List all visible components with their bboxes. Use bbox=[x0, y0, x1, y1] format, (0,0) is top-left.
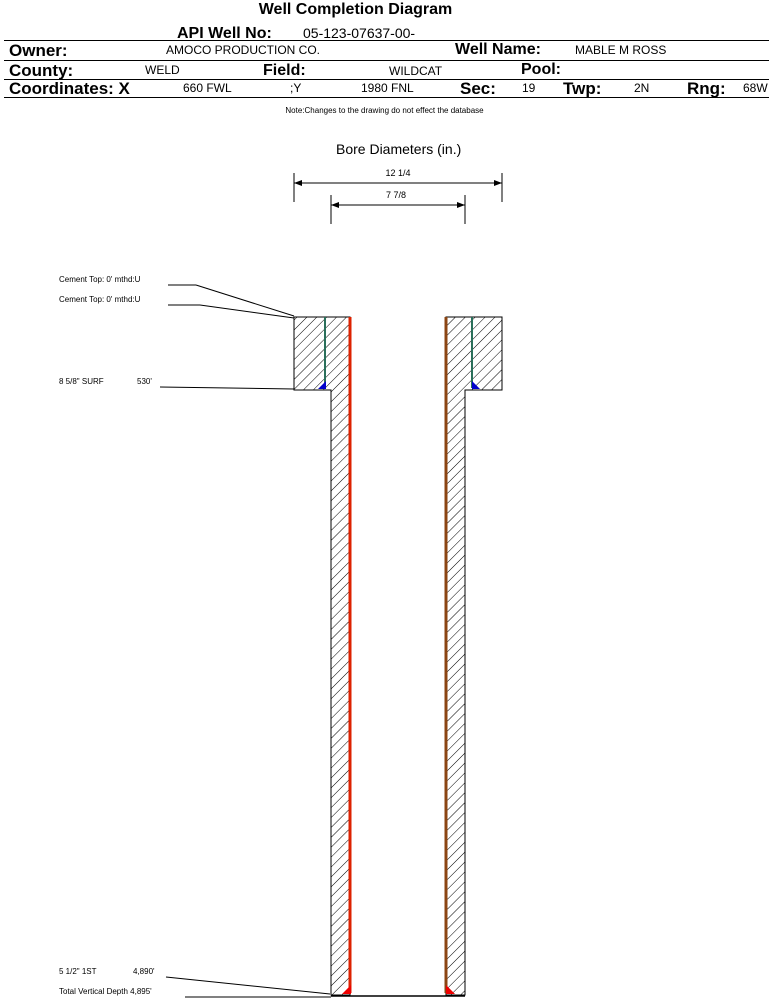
well-name-value: MABLE M ROSS bbox=[575, 43, 667, 57]
production-casing-depth: 4,890' bbox=[133, 967, 155, 976]
bore-outer-label: 12 1/4 bbox=[385, 168, 410, 178]
owner-label: Owner: bbox=[9, 41, 68, 60]
bore-inner-label: 7 7/8 bbox=[386, 190, 406, 200]
sec-label: Sec: bbox=[460, 79, 496, 98]
bore-dimension-inner bbox=[330, 195, 466, 224]
bore-dimension-outer bbox=[293, 173, 503, 202]
coord-x-value: 660 FWL bbox=[183, 81, 232, 95]
header-divider-2 bbox=[4, 60, 769, 61]
twp-value: 2N bbox=[634, 81, 650, 95]
right-cement-hatch bbox=[445, 316, 503, 996]
twp-label: Twp: bbox=[563, 79, 602, 98]
coord-y-value: 1980 FNL bbox=[361, 81, 414, 95]
surface-casing-depth: 530' bbox=[137, 377, 152, 386]
surface-casing-label: 8 5/8" SURF bbox=[59, 377, 104, 386]
bore-diameters-title: Bore Diameters (in.) bbox=[336, 141, 462, 157]
database-note: Note:Changes to the drawing do not effec… bbox=[285, 106, 484, 115]
coordinates-label: Coordinates: X bbox=[9, 79, 130, 98]
production-shoe-left bbox=[342, 985, 351, 994]
api-label: API Well No: bbox=[177, 25, 272, 42]
pool-label: Pool: bbox=[521, 61, 561, 78]
well-name-label: Well Name: bbox=[455, 41, 541, 58]
cement-top-label-1: Cement Top: 0' mthd:U bbox=[59, 275, 141, 284]
header-divider-4 bbox=[4, 97, 769, 98]
coord-y-label: ;Y bbox=[290, 81, 302, 95]
cement-top-label-2: Cement Top: 0' mthd:U bbox=[59, 295, 141, 304]
surface-shoe-left bbox=[318, 381, 326, 389]
api-value: 05-123-07637-00- bbox=[303, 25, 416, 41]
rng-label: Rng: bbox=[687, 79, 726, 98]
surface-shoe-right bbox=[472, 381, 480, 389]
left-cement-hatch bbox=[293, 316, 351, 996]
field-value: WILDCAT bbox=[389, 64, 443, 78]
field-label: Field: bbox=[263, 62, 306, 79]
county-label: County: bbox=[9, 61, 74, 80]
header-divider-3 bbox=[4, 79, 769, 80]
owner-value: AMOCO PRODUCTION CO. bbox=[166, 43, 321, 57]
header-divider-1 bbox=[4, 40, 769, 41]
rng-value: 68W bbox=[743, 81, 768, 95]
county-value: WELD bbox=[145, 63, 180, 77]
total-vertical-depth: Total Vertical Depth 4,895' bbox=[59, 987, 152, 996]
sec-value: 19 bbox=[522, 81, 536, 95]
production-shoe-right bbox=[446, 985, 455, 994]
production-casing-label: 5 1/2" 1ST bbox=[59, 967, 97, 976]
page-title: Well Completion Diagram bbox=[258, 1, 453, 18]
